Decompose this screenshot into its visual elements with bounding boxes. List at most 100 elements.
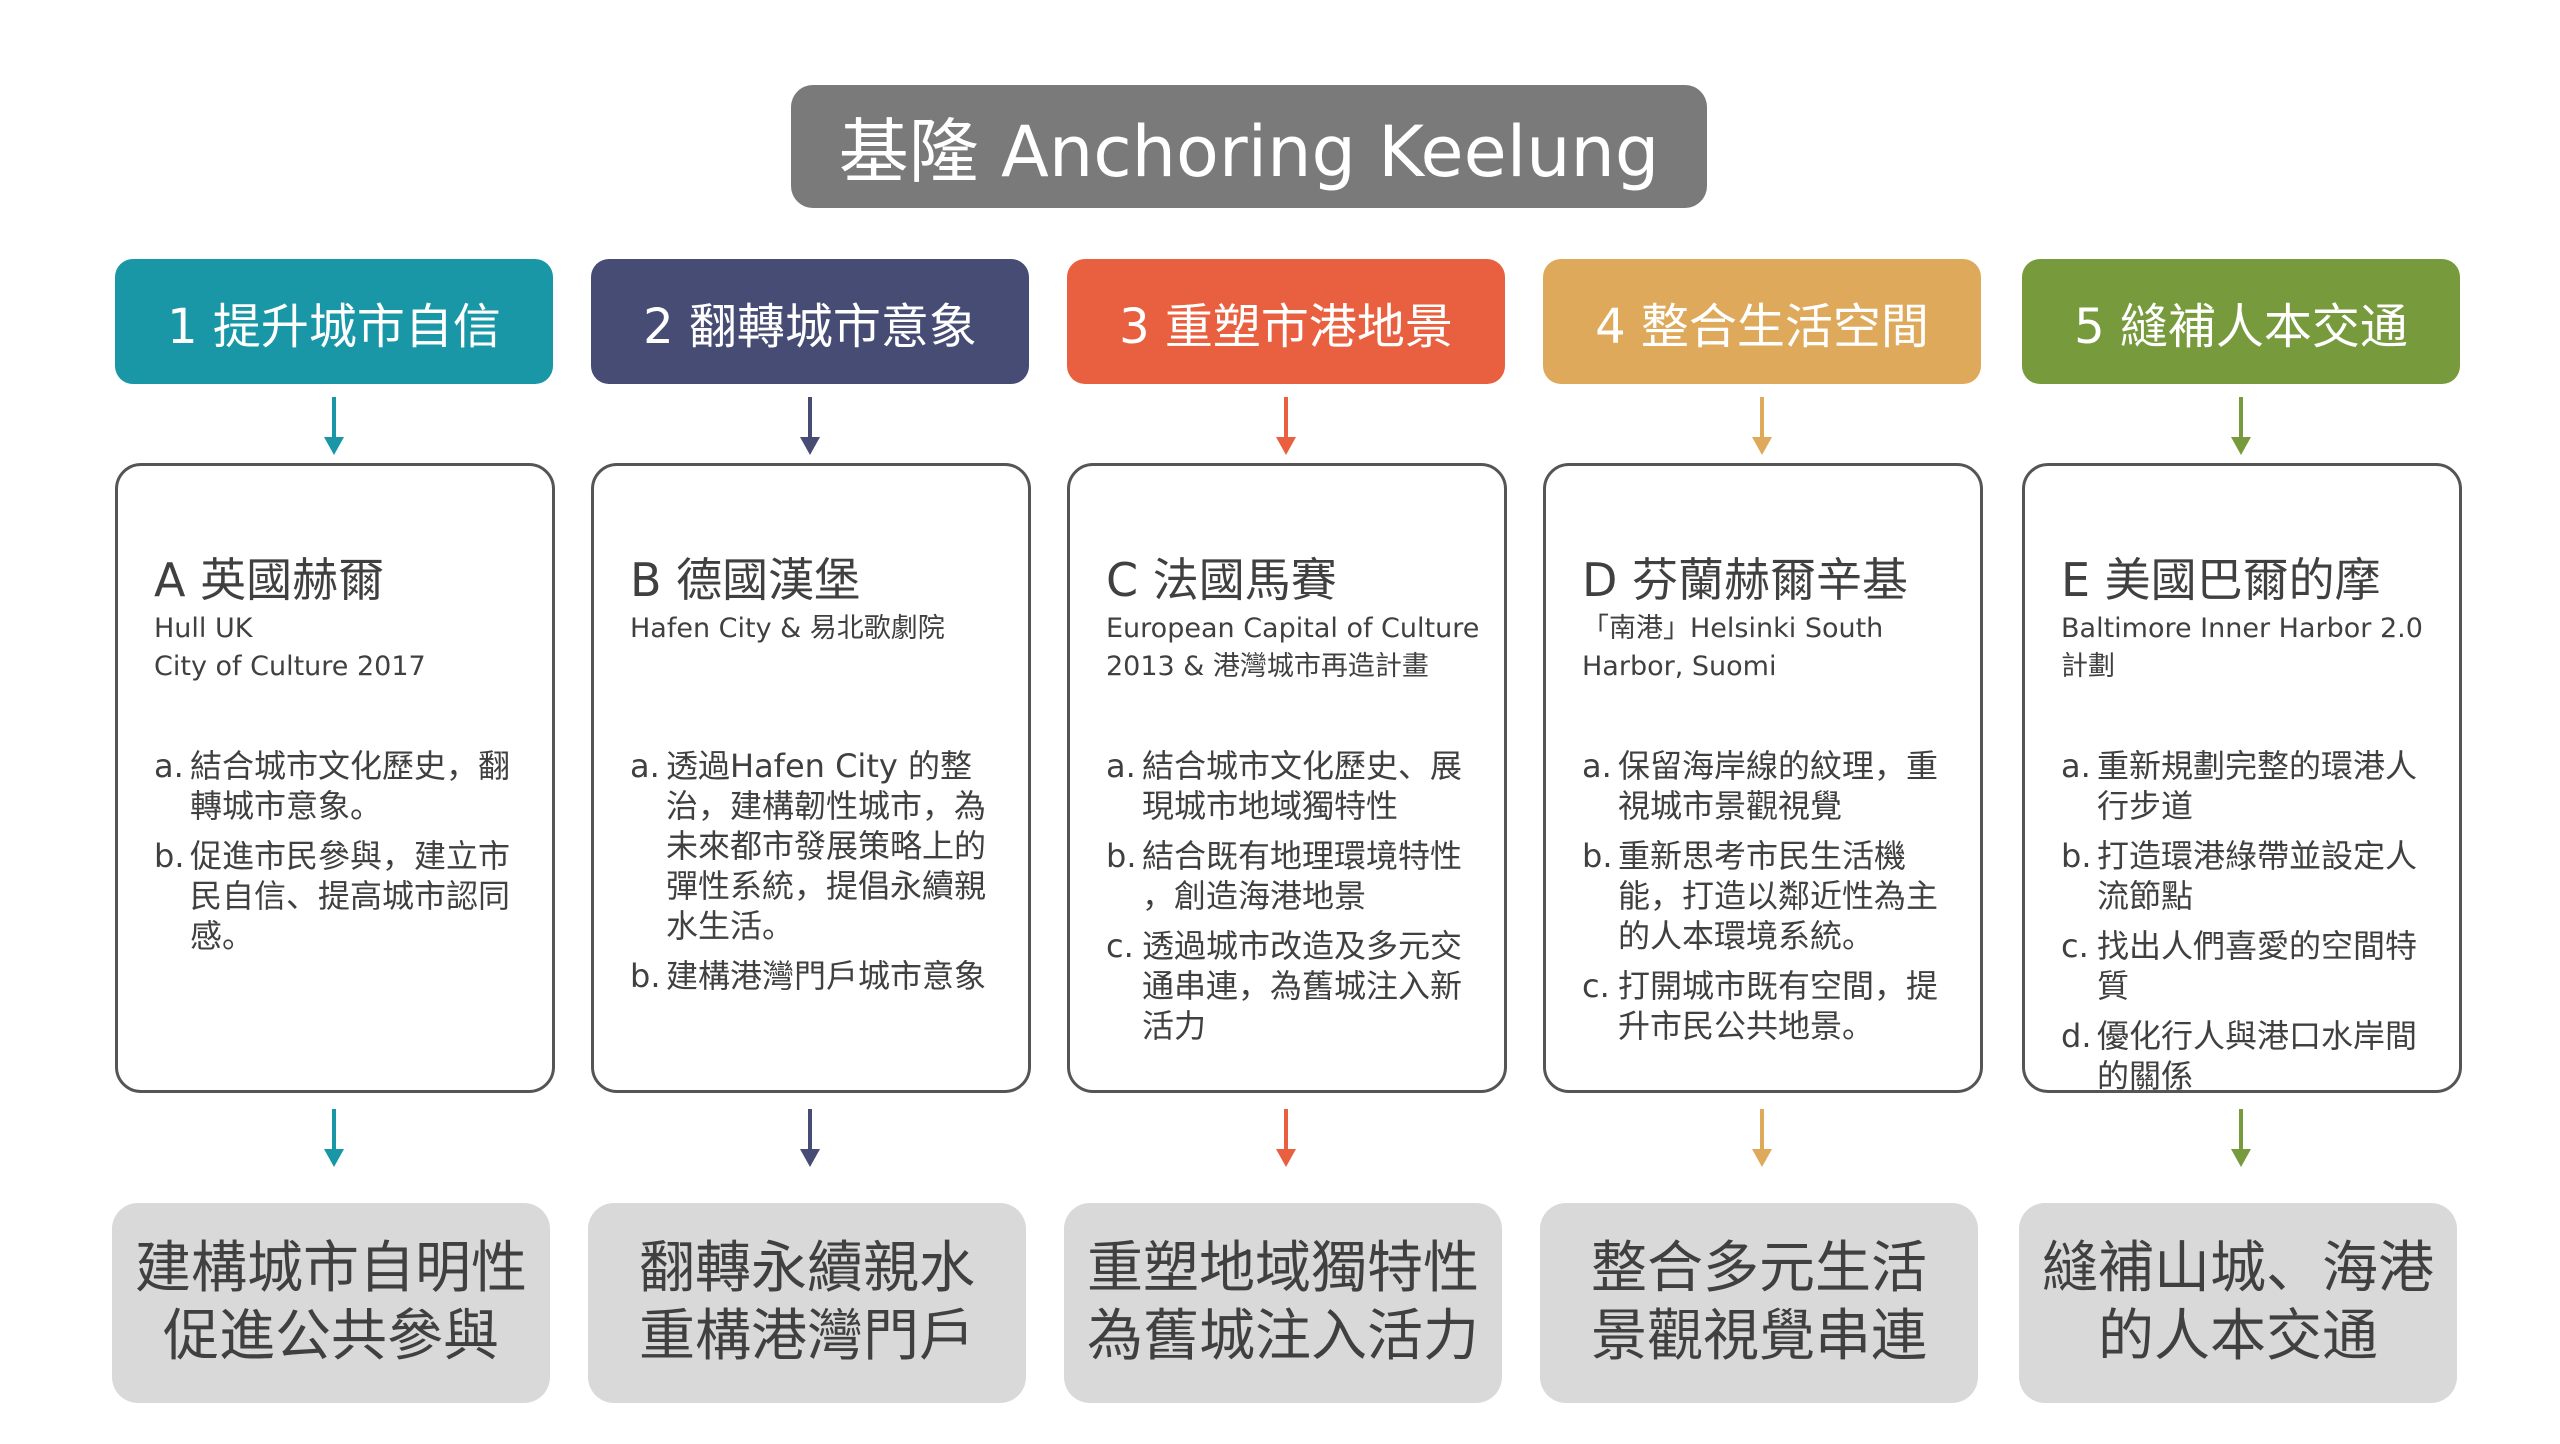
case-items: a.結合城市文化歷史，翻轉城市意象。b.促進市民參與，建立市民自信、提高城市認同…	[154, 746, 528, 956]
case-item: b.促進市民參與，建立市民自信、提高城市認同感。	[154, 836, 528, 956]
arrow-head	[1276, 1149, 1296, 1167]
down-arrow-icon	[2231, 397, 2251, 457]
outcome-line: 縫補山城、海港	[2042, 1236, 2434, 1301]
case-subtitle-line: City of Culture 2017	[154, 651, 426, 682]
item-text: 打開城市既有空間，提升市民公共地景。	[1618, 967, 1939, 1045]
case-item: b.重新思考市民生活機能，打造以鄰近性為主的人本環境系統。	[1582, 836, 1956, 956]
item-label: c.	[2061, 927, 2089, 965]
arrow-shaft	[332, 1109, 336, 1153]
item-text: 結合既有地理環境特性 ，創造海港地景	[1142, 837, 1463, 915]
item-label: c.	[1582, 967, 1610, 1005]
item-label: d.	[2061, 1017, 2092, 1055]
arrow-head	[800, 1149, 820, 1167]
case-items: a.透過Hafen City 的整治，建構韌性城市，為未來都市發展策略上的彈性系…	[630, 746, 1004, 996]
case-item: c.打開城市既有空間，提升市民公共地景。	[1582, 966, 1956, 1046]
item-text: 重新思考市民生活機能，打造以鄰近性為主的人本環境系統。	[1618, 837, 1939, 955]
case-subtitle-line: European Capital of Culture	[1106, 613, 1480, 644]
column-header: 5 縫補人本交通	[2022, 259, 2460, 384]
item-text: 建構港灣門戶城市意象	[666, 957, 987, 995]
item-label: a.	[154, 747, 184, 785]
item-label: b.	[1106, 837, 1137, 875]
case-subtitle-line: Harbor, Suomi	[1582, 651, 1777, 682]
case-item: a.保留海岸線的紋理，重視城市景觀視覺	[1582, 746, 1956, 826]
arrow-head	[1752, 437, 1772, 455]
case-card: B 德國漢堡 Hafen City & 易北歌劇院 a.透過Hafen City 的…	[591, 463, 1031, 1093]
arrow-shaft	[2239, 397, 2243, 441]
outcome-line: 為舊城注入活力	[1087, 1304, 1479, 1369]
down-arrow-icon	[800, 1109, 820, 1169]
case-subtitle-line: Hafen City & 易北歌劇院	[630, 613, 945, 644]
outcome-line: 重構港灣門戶	[639, 1304, 975, 1369]
outcome-line: 翻轉永續親水	[639, 1236, 975, 1301]
arrow-shaft	[808, 397, 812, 441]
down-arrow-icon	[800, 397, 820, 457]
down-arrow-icon	[1752, 397, 1772, 457]
item-text: 結合城市文化歷史、展現城市地域獨特性	[1142, 747, 1463, 825]
item-label: b.	[630, 957, 661, 995]
case-title: B 德國漢堡	[630, 553, 861, 607]
column-header: 2 翻轉城市意象	[591, 259, 1029, 384]
case-card-content: B 德國漢堡 Hafen City & 易北歌劇院 a.透過Hafen City 的…	[630, 552, 1004, 1006]
case-item: c.找出人們喜愛的空間特質	[2061, 926, 2435, 1006]
outcome-line: 促進公共參與	[163, 1304, 499, 1369]
item-text: 透過城市改造及多元交通串連，為舊城注入新活力	[1142, 927, 1463, 1045]
case-item: a.透過Hafen City 的整治，建構韌性城市，為未來都市發展策略上的彈性系…	[630, 746, 1004, 946]
down-arrow-icon	[324, 397, 344, 457]
outcome-line: 景觀視覺串連	[1591, 1304, 1927, 1369]
outcome-line: 整合多元生活	[1591, 1236, 1927, 1301]
case-title: A 英國赫爾	[154, 553, 385, 607]
case-item: a.重新規劃完整的環港人行步道	[2061, 746, 2435, 826]
case-item: a.結合城市文化歷史、展現城市地域獨特性	[1106, 746, 1480, 826]
column-2: 2 翻轉城市意象 B 德國漢堡 Hafen City & 易北歌劇院 a.透過Hafe…	[588, 259, 1031, 1403]
outcome-line: 的人本交通	[2098, 1304, 2378, 1369]
arrow-shaft	[1284, 1109, 1288, 1153]
item-label: b.	[1582, 837, 1613, 875]
outcome-box: 建構城市自明性促進公共參與	[112, 1203, 550, 1403]
case-items: a.保留海岸線的紋理，重視城市景觀視覺 b.重新思考市民生活機能，打造以鄰近性為主…	[1582, 746, 1956, 1046]
arrow-shaft	[332, 397, 336, 441]
case-item: c.透過城市改造及多元交通串連，為舊城注入新活力	[1106, 926, 1480, 1046]
item-label: b.	[2061, 837, 2092, 875]
case-item: b.建構港灣門戶城市意象	[630, 956, 1004, 996]
item-label: c.	[1106, 927, 1134, 965]
item-label: a.	[1106, 747, 1136, 785]
item-label: a.	[1582, 747, 1612, 785]
item-label: b.	[154, 837, 185, 875]
case-title: D 芬蘭赫爾辛基	[1582, 553, 1909, 607]
item-text: 優化行人與港口水岸間的關係	[2097, 1017, 2418, 1095]
arrow-head	[2231, 437, 2251, 455]
outcome-box: 重塑地域獨特性為舊城注入活力	[1064, 1203, 1502, 1403]
outcome-box: 整合多元生活景觀視覺串連	[1540, 1203, 1978, 1403]
item-text: 打造環港綠帶並設定人流節點	[2097, 837, 2418, 915]
item-text: 找出人們喜愛的空間特質	[2097, 927, 2418, 1005]
column-header: 4 整合生活空間	[1543, 259, 1981, 384]
case-subtitle: Hafen City & 易北歌劇院	[630, 610, 1004, 686]
item-text: 促進市民參與，建立市民自信、提高城市認同感。	[190, 837, 511, 955]
case-subtitle-line: Baltimore Inner Harbor 2.0	[2061, 613, 2423, 644]
case-item: d.優化行人與港口水岸間的關係	[2061, 1016, 2435, 1096]
arrow-head	[1752, 1149, 1772, 1167]
arrow-head	[324, 437, 344, 455]
arrow-head	[1276, 437, 1296, 455]
arrow-head	[2231, 1149, 2251, 1167]
item-text: 結合城市文化歷史，翻轉城市意象。	[190, 747, 511, 825]
column-header: 1 提升城市自信	[115, 259, 553, 384]
outcome-box: 翻轉永續親水重構港灣門戶	[588, 1203, 1026, 1403]
outcome-box: 縫補山城、海港的人本交通	[2019, 1203, 2457, 1403]
arrow-shaft	[1284, 397, 1288, 441]
down-arrow-icon	[1276, 1109, 1296, 1169]
case-item: b.結合既有地理環境特性 ，創造海港地景	[1106, 836, 1480, 916]
down-arrow-icon	[1752, 1109, 1772, 1169]
